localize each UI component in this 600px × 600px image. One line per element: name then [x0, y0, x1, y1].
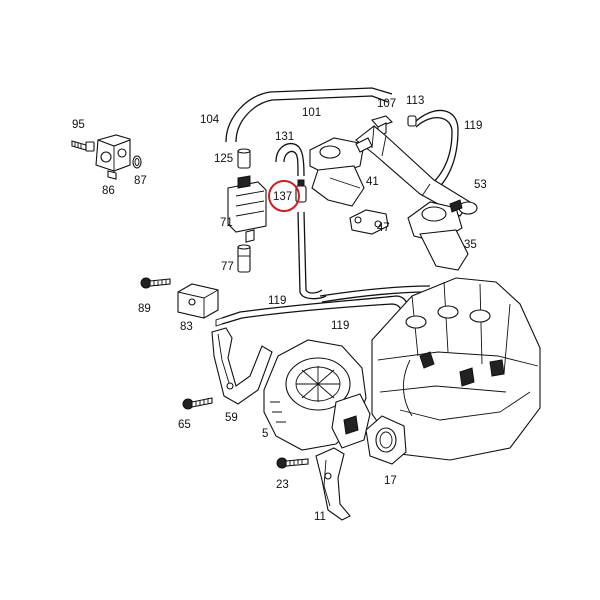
- callout-65[interactable]: 65: [178, 419, 191, 431]
- callout-35[interactable]: 35: [464, 239, 477, 251]
- part-11-support-bracket[interactable]: [315, 447, 351, 521]
- callout-77[interactable]: 77: [221, 261, 234, 273]
- callout-11[interactable]: 11: [314, 511, 326, 523]
- callout-125[interactable]: 125: [214, 153, 233, 165]
- part-87-seal-ring[interactable]: [132, 155, 142, 169]
- part-53-air-duct[interactable]: [355, 125, 478, 217]
- part-41-vacuum-unit[interactable]: [309, 137, 373, 207]
- callout-47[interactable]: 47: [377, 222, 390, 234]
- callout-23[interactable]: 23: [276, 479, 289, 491]
- callout-131[interactable]: 131: [275, 131, 294, 143]
- part-95-bolt[interactable]: [71, 140, 95, 152]
- callout-86[interactable]: 86: [102, 185, 115, 197]
- part-131-hose-elbow[interactable]: [275, 142, 305, 177]
- callout-119-upper[interactable]: 119: [464, 120, 482, 132]
- part-104-vacuum-line[interactable]: [225, 87, 393, 143]
- engine-intake-manifold: [371, 277, 541, 461]
- callout-104[interactable]: 104: [200, 114, 220, 126]
- callout-87[interactable]: 87: [134, 175, 147, 187]
- part-47-gasket[interactable]: [349, 209, 389, 235]
- part-86-pressure-sensor[interactable]: [95, 134, 131, 180]
- part-17-hose-clamp[interactable]: [365, 415, 407, 465]
- part-83-sensor-bracket[interactable]: [177, 283, 219, 319]
- part-71-electric-valve[interactable]: [227, 175, 267, 243]
- part-35-vacuum-unit[interactable]: [407, 199, 469, 271]
- callout-113[interactable]: 113: [406, 95, 424, 107]
- callout-119-middle[interactable]: 119: [268, 295, 286, 307]
- callout-5[interactable]: 5: [262, 428, 268, 440]
- callout-17[interactable]: 17: [384, 475, 397, 487]
- callout-59[interactable]: 59: [225, 412, 238, 424]
- part-65-bolt[interactable]: [182, 397, 213, 410]
- part-113-connector[interactable]: [407, 115, 417, 127]
- callout-137[interactable]: 137: [273, 191, 292, 203]
- callout-41[interactable]: 41: [366, 176, 379, 188]
- part-5-air-pump[interactable]: [263, 339, 371, 451]
- part-23-bolt[interactable]: [276, 457, 309, 469]
- callout-83[interactable]: 83: [180, 321, 193, 333]
- callout-95[interactable]: 95: [72, 119, 85, 131]
- callout-53[interactable]: 53: [474, 179, 487, 191]
- part-119-hose-upper-right[interactable]: [415, 109, 459, 197]
- callout-107[interactable]: 107: [377, 98, 396, 110]
- callout-101[interactable]: 101: [302, 107, 321, 119]
- part-125-sleeve[interactable]: [237, 148, 251, 169]
- callout-89[interactable]: 89: [138, 303, 151, 315]
- part-107-t-connector[interactable]: [371, 115, 394, 137]
- part-59-bracket[interactable]: [211, 327, 273, 405]
- callout-137-highlight-ring: [268, 180, 300, 212]
- part-137-check-valve[interactable]: [295, 179, 327, 300]
- part-77-plug[interactable]: [237, 244, 251, 273]
- part-89-bolt[interactable]: [140, 277, 171, 289]
- callout-71[interactable]: 71: [220, 217, 233, 229]
- callout-119-lower[interactable]: 119: [331, 320, 349, 332]
